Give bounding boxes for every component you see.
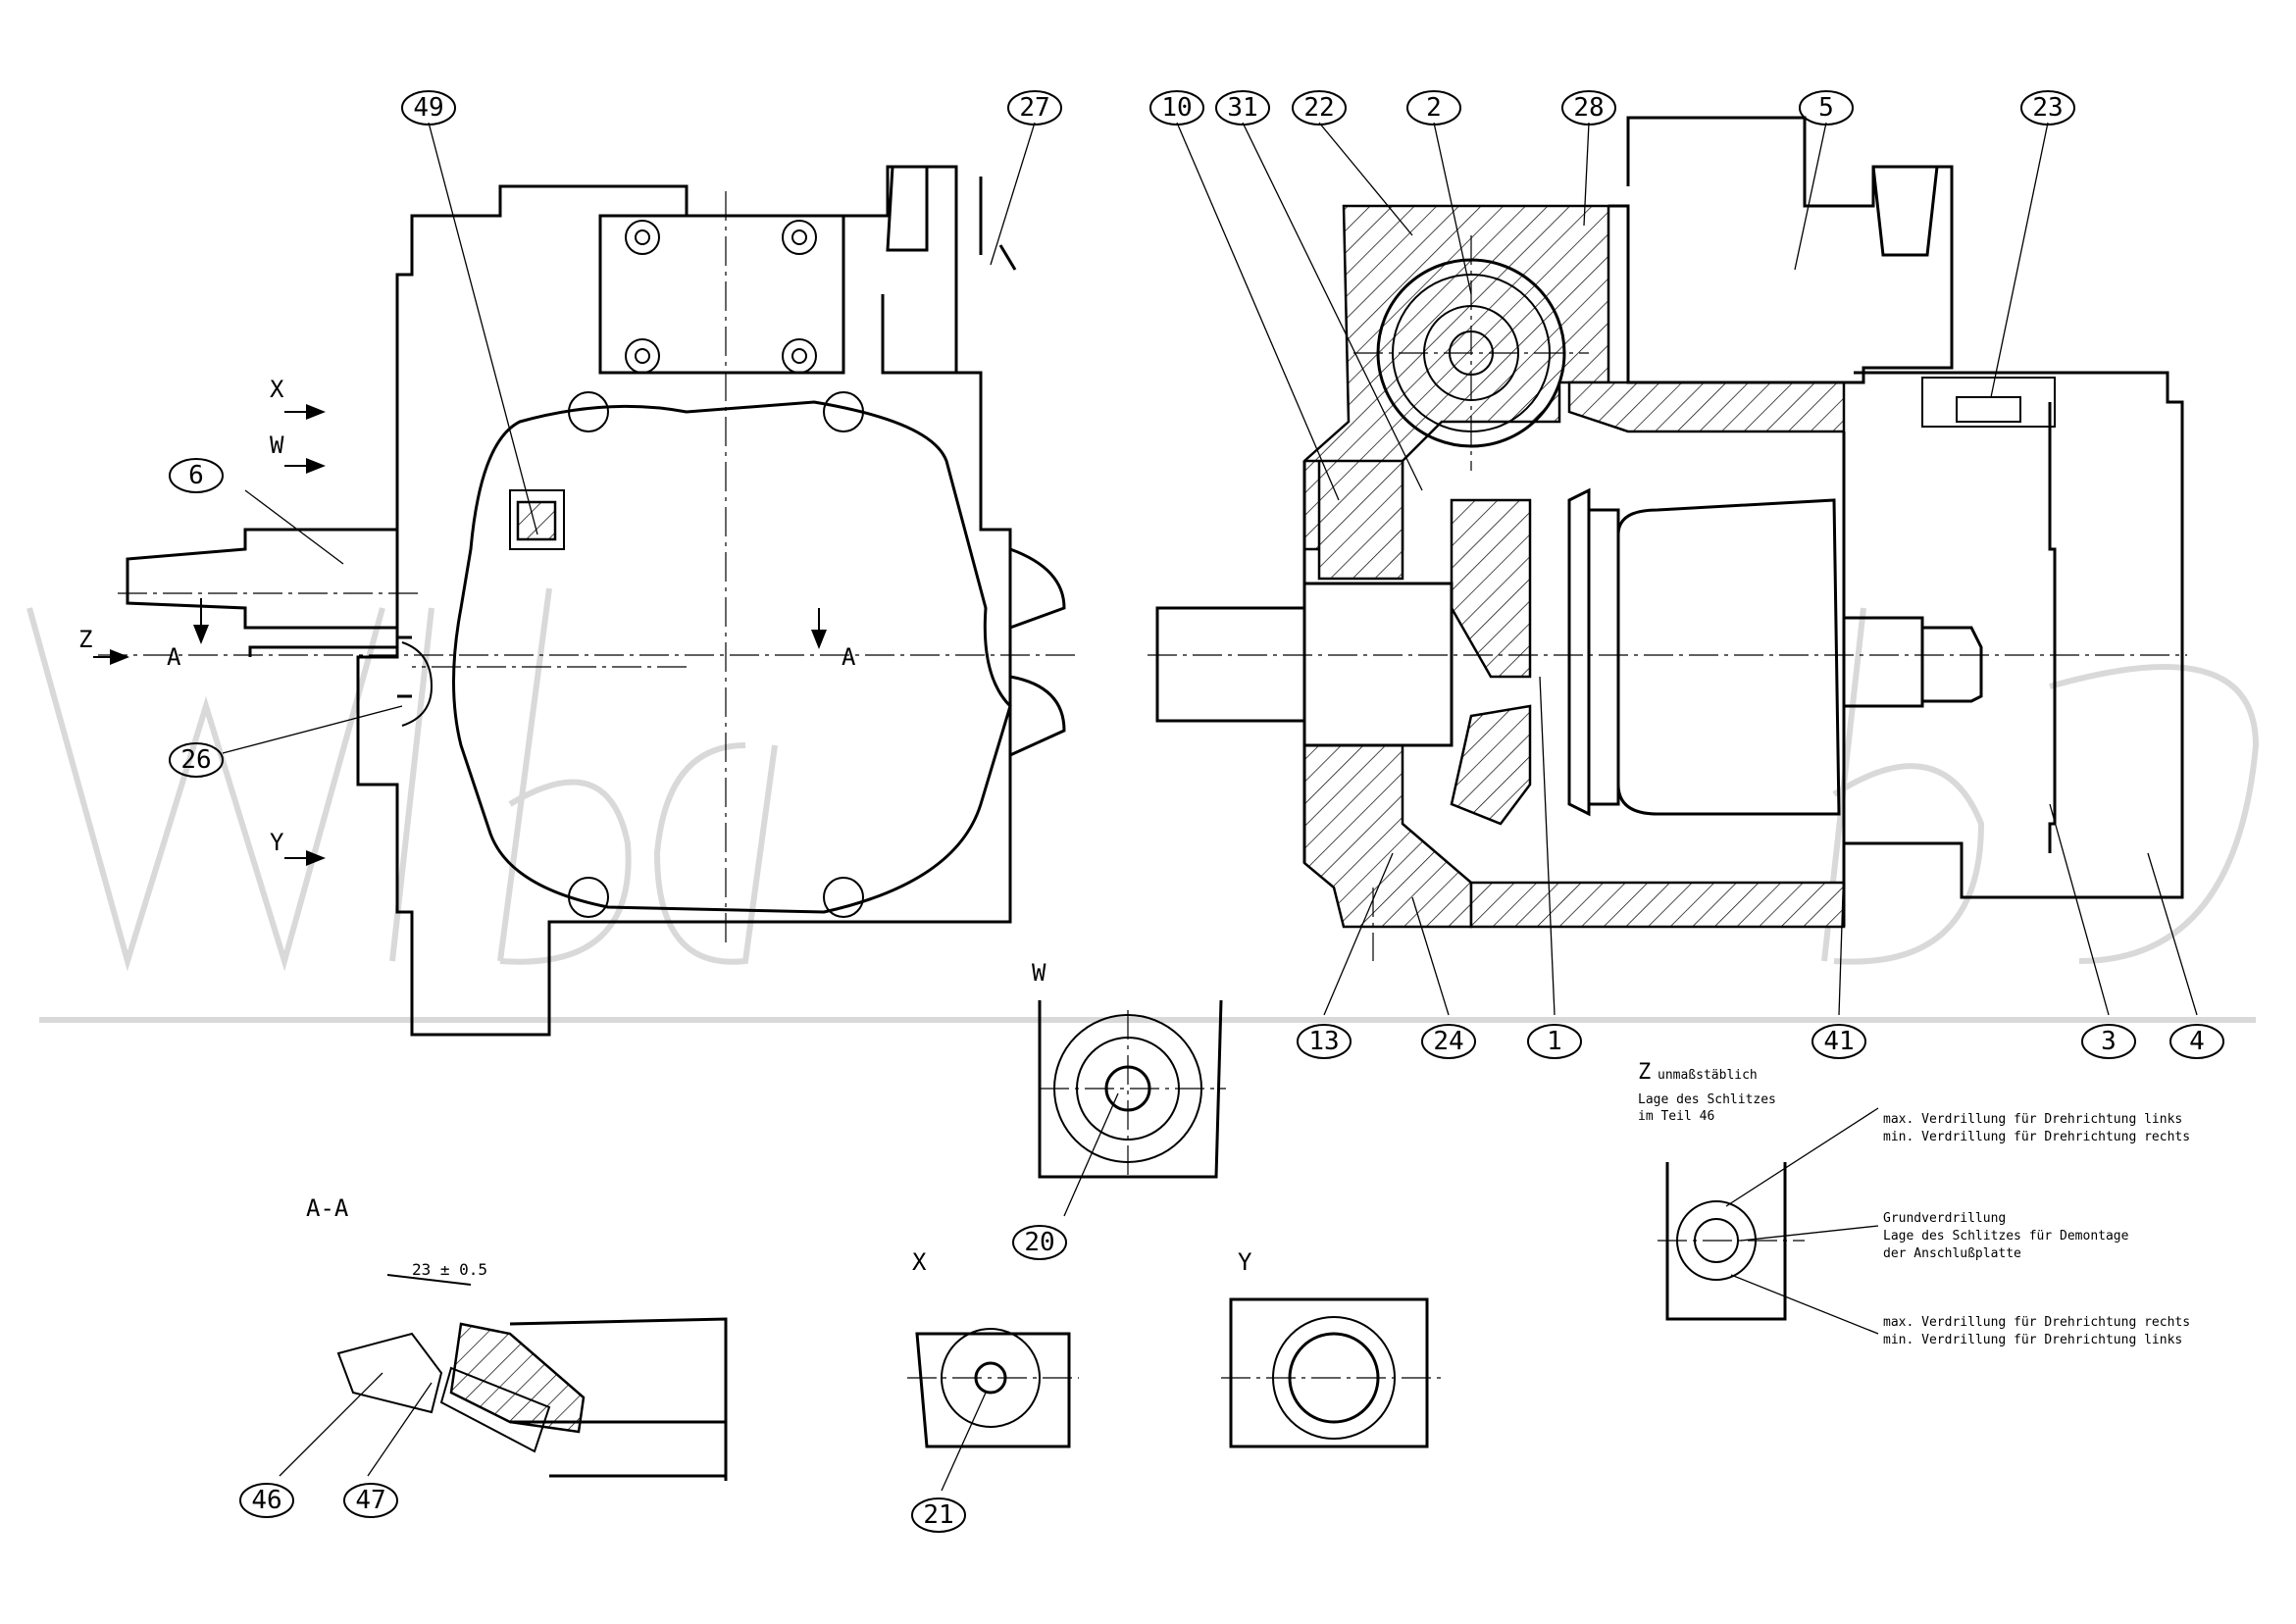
balloon-24: 24 (1421, 1024, 1476, 1059)
svg-text:10: 10 (1161, 93, 1192, 123)
svg-text:1: 1 (1547, 1027, 1562, 1056)
svg-text:24: 24 (1433, 1027, 1463, 1056)
svg-text:21: 21 (923, 1500, 953, 1530)
svg-text:6: 6 (188, 461, 204, 490)
svg-text:20: 20 (1024, 1228, 1054, 1257)
balloon-3: 3 (2081, 1024, 2136, 1059)
balloon-4: 4 (2169, 1024, 2224, 1059)
svg-text:13: 13 (1308, 1027, 1339, 1056)
section-view-a-a: 23 ± 0.5 (336, 1260, 728, 1481)
balloon-27: 27 (1007, 90, 1062, 126)
label-w-view: W (1032, 959, 1046, 987)
label-w: W (270, 431, 284, 459)
detail-view-y (1221, 1297, 1442, 1448)
z-note2-line3: der Anschlußplatte (1883, 1246, 2021, 1261)
svg-text:22: 22 (1303, 93, 1334, 123)
svg-text:47: 47 (355, 1486, 385, 1515)
detail-view-x (907, 1328, 1079, 1448)
z-note1-line2: min. Verdrillung für Drehrichtung rechts (1883, 1130, 2190, 1144)
svg-text:4: 4 (2189, 1027, 2205, 1056)
balloon-28: 28 (1561, 90, 1616, 126)
svg-text:46: 46 (251, 1486, 281, 1515)
balloon-1: 1 (1527, 1024, 1582, 1059)
balloon-6: 6 (169, 458, 224, 493)
svg-text:28: 28 (1573, 93, 1604, 123)
detail-view-z: Z unmaßstäblich Lage des Schlitzes im Te… (1638, 1060, 2190, 1347)
svg-text:49: 49 (413, 93, 443, 123)
balloon-5: 5 (1799, 90, 1854, 126)
z-view-letter: Z (1638, 1060, 1651, 1085)
view-direction-labels: X W Z A A Y W A-A X Y (78, 376, 1252, 1276)
svg-text:2: 2 (1426, 93, 1442, 123)
z-note3-line2: min. Verdrillung für Drehrichtung links (1883, 1333, 2182, 1347)
label-z: Z (78, 626, 92, 653)
label-y-view: Y (1238, 1248, 1252, 1276)
balloon-49: 49 (401, 90, 456, 126)
balloon-10: 10 (1149, 90, 1204, 126)
z-note3-line1: max. Verdrillung für Drehrichtung rechts (1883, 1315, 2190, 1330)
z-note2-line1: Grundverdrillung (1883, 1211, 2006, 1226)
z-note2-line2: Lage des Schlitzes für Demontage (1883, 1229, 2129, 1243)
detail-view-w (1038, 999, 1226, 1179)
svg-text:27: 27 (1019, 93, 1049, 123)
svg-text:26: 26 (180, 745, 211, 775)
svg-text:3: 3 (2101, 1027, 2117, 1056)
label-a-right: A (842, 643, 856, 671)
leader-lines (222, 122, 2198, 1492)
svg-text:31: 31 (1227, 93, 1257, 123)
z-view-scale-note: unmaßstäblich (1658, 1068, 1758, 1083)
label-a-a-view: A-A (306, 1194, 349, 1222)
right-section-view (1148, 116, 2187, 961)
svg-text:5: 5 (1818, 93, 1834, 123)
label-a-left: A (167, 643, 181, 671)
balloon-labels: 49 27 10 31 22 2 28 5 23 6 26 13 24 1 41… (169, 90, 2224, 1533)
balloon-23: 23 (2020, 90, 2075, 126)
dimension-23: 23 ± 0.5 (412, 1260, 487, 1279)
label-y: Y (270, 829, 284, 856)
label-x-view: X (912, 1248, 927, 1276)
balloon-13: 13 (1297, 1024, 1352, 1059)
balloon-22: 22 (1292, 90, 1347, 126)
balloon-47: 47 (343, 1483, 398, 1518)
z-view-title-line2: im Teil 46 (1638, 1109, 1714, 1124)
balloon-21: 21 (911, 1497, 966, 1533)
balloon-26: 26 (169, 742, 224, 778)
svg-text:23: 23 (2032, 93, 2063, 123)
label-x: X (270, 376, 284, 403)
balloon-46: 46 (239, 1483, 294, 1518)
balloon-41: 41 (1811, 1024, 1866, 1059)
z-view-title-line1: Lage des Schlitzes (1638, 1092, 1776, 1107)
svg-text:41: 41 (1823, 1027, 1854, 1056)
balloon-2: 2 (1406, 90, 1461, 126)
left-exterior-view (98, 165, 1079, 1037)
balloon-31: 31 (1215, 90, 1270, 126)
z-note1-line1: max. Verdrillung für Drehrichtung links (1883, 1112, 2182, 1127)
balloon-20: 20 (1012, 1225, 1067, 1260)
